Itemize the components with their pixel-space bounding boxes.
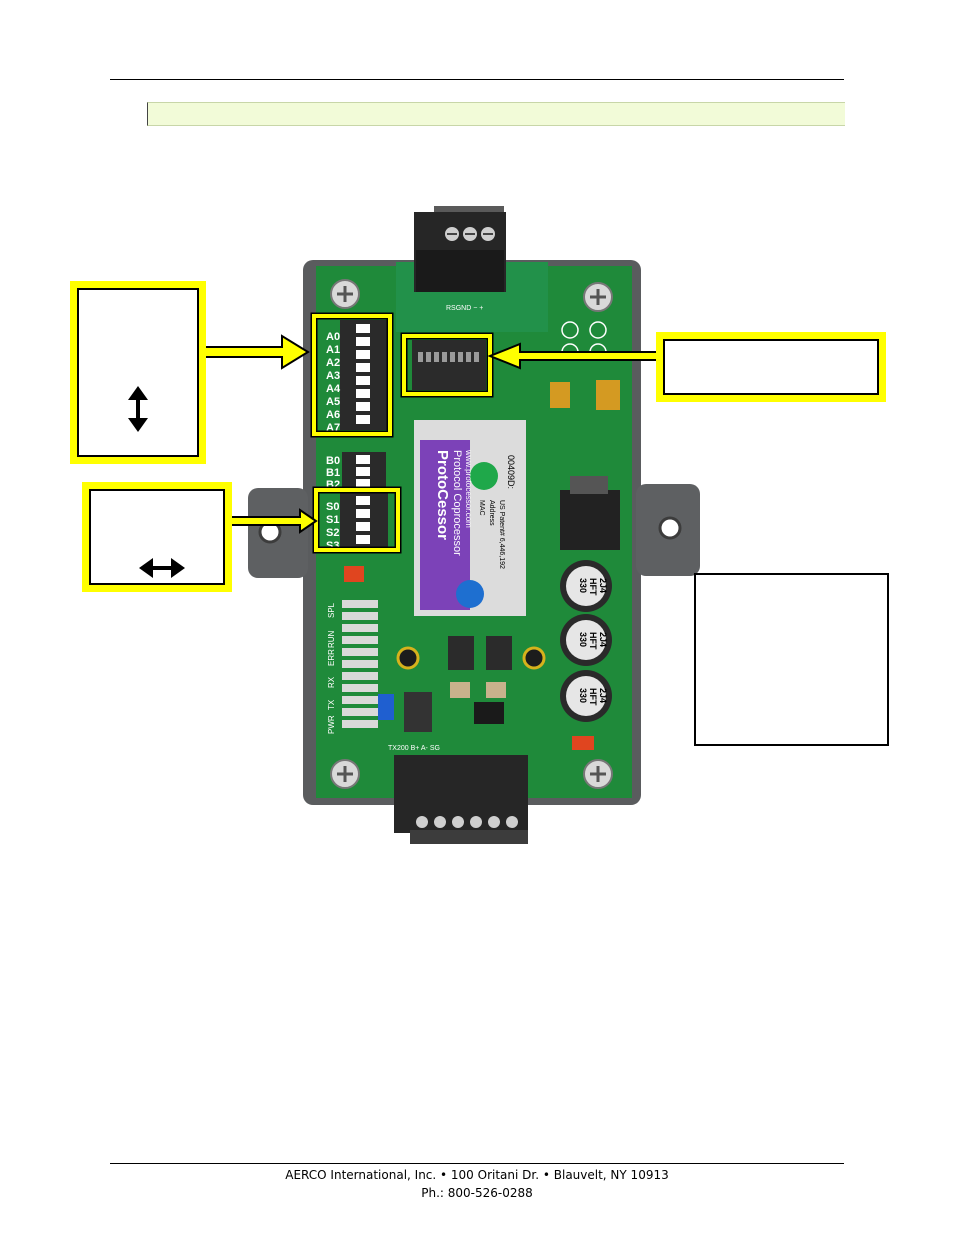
bottom-terminal-block — [394, 755, 528, 844]
arrow-a — [204, 334, 310, 370]
capacitor-value: 330 — [578, 632, 588, 647]
bottom-terminal-label: TX200 B+ A- SG — [388, 745, 440, 752]
footer-phone-line: Ph.: 800-526-0288 — [421, 1186, 533, 1200]
callout-module-switch-body — [663, 339, 879, 395]
highlight-frame-module — [400, 332, 494, 398]
top-terminal-label: RSGND − + — [446, 305, 483, 312]
dip-label-s0: S0 — [326, 501, 339, 513]
dip-label-a5: A5 — [326, 396, 340, 408]
chip — [560, 490, 620, 550]
footer-company-line: AERCO International, Inc. • 100 Oritani … — [285, 1168, 669, 1182]
led-label-spl: SPL — [327, 602, 336, 618]
left-right-arrow-icon — [139, 558, 185, 578]
chip — [570, 476, 608, 494]
test-point — [522, 646, 546, 670]
brand-subtitle: Protocol Coprocessor — [451, 450, 463, 556]
capacitor-code-2: 2J4 — [598, 688, 608, 703]
capacitor — [560, 560, 612, 722]
mac-label: MAC — [478, 500, 485, 516]
dip-label-s2: S2 — [326, 527, 339, 539]
highlight-frame-a — [310, 312, 394, 438]
dip-label-b1: B1 — [326, 467, 340, 479]
jumper — [378, 694, 394, 720]
callout-module-switch — [656, 332, 886, 402]
capacitor-code-2: 2J4 — [598, 578, 608, 593]
led-label-err: ERR — [327, 649, 336, 666]
dip-switch-a — [340, 320, 388, 430]
dip-label-a0: A0 — [326, 331, 340, 343]
dip-label-a2: A2 — [326, 357, 340, 369]
up-down-arrow-icon — [128, 386, 148, 432]
dip-label-a4: A4 — [326, 383, 341, 395]
led-column — [342, 600, 378, 728]
led-label-pwr: PWR — [327, 715, 336, 734]
capacitor-value: 330 — [578, 688, 588, 703]
dip-switch-a-levers — [356, 324, 370, 424]
dip-label-a1: A1 — [326, 344, 340, 356]
header-rule — [110, 79, 844, 80]
dip-label-a6: A6 — [326, 409, 340, 421]
callout-node-address — [70, 281, 206, 464]
dip-switch-module — [412, 340, 486, 390]
dip-label-s1: S1 — [326, 514, 339, 526]
test-point — [396, 646, 420, 670]
callout-notes-box — [694, 573, 889, 746]
patent-text: US Patent# 6,446,192 — [498, 500, 505, 569]
arrow-module — [487, 342, 659, 370]
address-label: Address — [488, 500, 495, 526]
jumper — [572, 736, 594, 750]
capacitor-code: HFT — [588, 632, 598, 650]
capacitor-code: HFT — [588, 688, 598, 706]
capacitor-code: HFT — [588, 578, 598, 596]
capacitor-value: 330 — [578, 578, 588, 593]
screw-icon — [330, 279, 613, 789]
led-label-tx: TX — [327, 699, 336, 710]
callout-baud-rate — [82, 482, 232, 592]
callout-baud-rate-body — [89, 489, 225, 585]
dip-label-a3: A3 — [326, 370, 340, 382]
diode — [474, 702, 504, 724]
brand-url: www.protocessor.com — [464, 449, 473, 528]
mac-value: 00409D: — [506, 455, 516, 489]
section-banner — [147, 102, 845, 126]
chip — [486, 636, 512, 670]
footer-rule — [110, 1163, 844, 1164]
dip-label-b0: B0 — [326, 455, 340, 467]
protocessor-module: ProtoCessor Protocol Coprocessor www.pro… — [414, 420, 526, 616]
led-label-run: RUN — [327, 630, 336, 648]
top-terminal-block — [414, 206, 506, 292]
jumper — [344, 566, 364, 582]
capacitor-code-2: 2J4 — [598, 632, 608, 647]
chip — [448, 636, 474, 670]
arrow-s — [229, 508, 318, 534]
brand-name: ProtoCessor — [434, 450, 451, 540]
led-label-rx: RX — [327, 676, 336, 688]
chip — [404, 692, 432, 732]
